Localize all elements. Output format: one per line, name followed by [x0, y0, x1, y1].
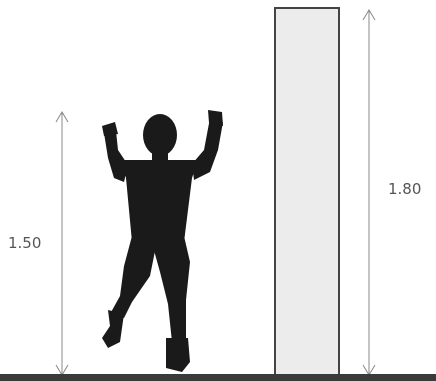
ground-line: [0, 374, 436, 381]
wall-rectangle: [274, 7, 340, 376]
wall-height-arrow: [362, 9, 376, 376]
child-neck: [152, 150, 168, 162]
child-height-arrow: [55, 111, 69, 376]
child-left-fist: [102, 122, 118, 136]
child-silhouette-icon: [102, 110, 223, 372]
child-head: [143, 114, 177, 156]
child-right-fist: [208, 110, 223, 126]
child-left-foot: [102, 310, 124, 348]
child-left-leg: [110, 236, 158, 318]
child-right-leg: [150, 236, 190, 342]
child-height-label: 1.50: [8, 234, 41, 252]
wall-height-label: 1.80: [388, 180, 421, 198]
child-right-foot: [166, 338, 190, 372]
child-left-arm: [104, 131, 128, 182]
child-torso: [122, 160, 198, 242]
child-right-arm: [192, 118, 223, 180]
